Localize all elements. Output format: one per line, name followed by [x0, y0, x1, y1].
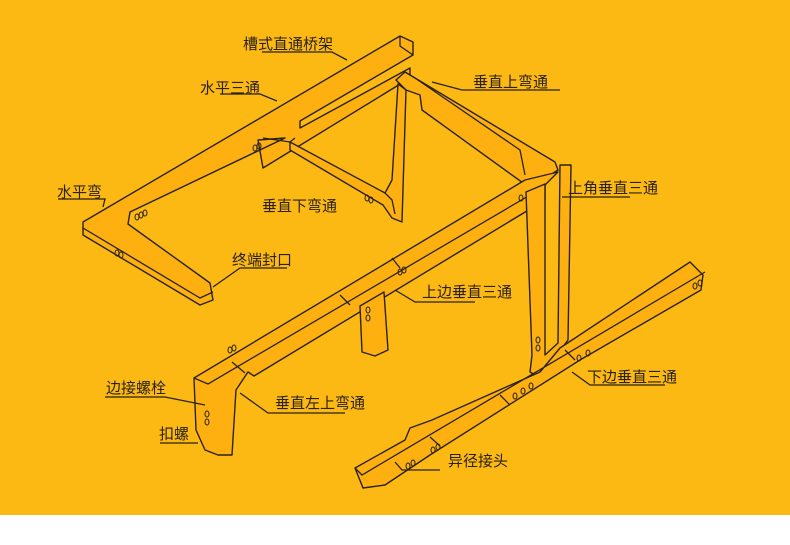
upper-tray-assembly: [82, 35, 414, 306]
label-upper-side-vertical-tee: 上边垂直三通: [422, 283, 513, 301]
label-horizontal-tee: 水平三通: [200, 79, 261, 97]
label-clasp-nut: 扣螺: [159, 425, 190, 443]
label-horizontal-bend: 水平弯: [57, 183, 103, 201]
lower-tray: [354, 261, 706, 489]
vertical-riser: [525, 164, 572, 379]
label-lower-side-vertical-tee: 下边垂直三通: [587, 368, 678, 386]
label-vertical-up-bend: 垂直上弯通: [473, 73, 549, 91]
label-end-cap: 终端封口: [232, 251, 293, 269]
label-connecting-bolt: 边接螺栓: [106, 379, 167, 397]
cable-tray-drawing: [58, 35, 706, 489]
label-vertical-left-up-bend: 垂直左上弯通: [275, 394, 366, 412]
bolt-holes: [114, 142, 703, 470]
label-reducer: 异径接头: [448, 452, 509, 470]
vertical-down-bend: [289, 83, 407, 223]
label-straight-tray: 槽式直通桥架: [243, 35, 334, 53]
label-vertical-down-bend: 垂直下弯通: [262, 197, 338, 215]
label-upper-corner-vertical-tee: 上角垂直三通: [568, 179, 659, 197]
leader-lines: [58, 51, 665, 471]
mid-tray: [193, 171, 559, 456]
